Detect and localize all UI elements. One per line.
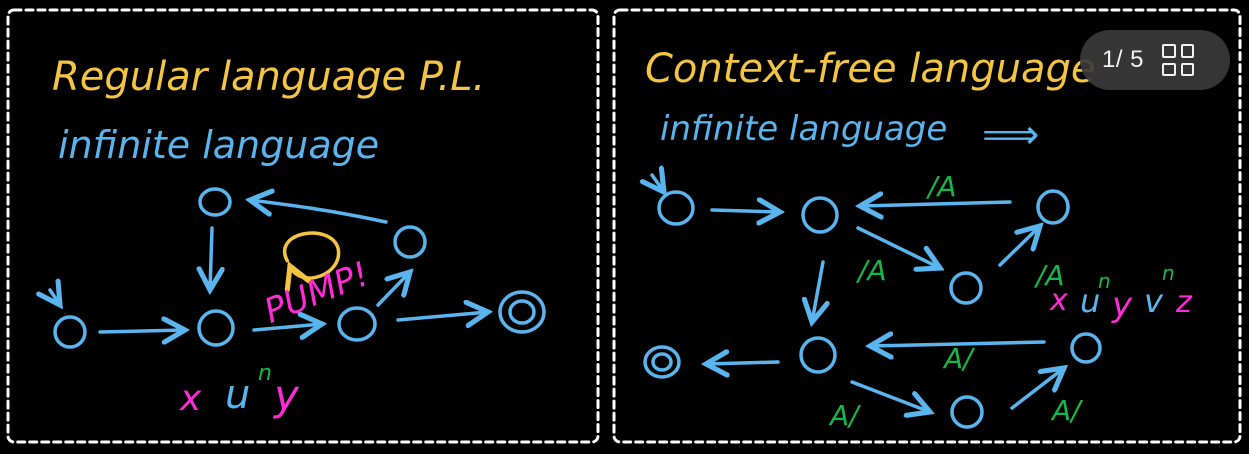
pda-edge-p6-p5 <box>1010 368 1064 410</box>
right-string-u: u <box>1080 282 1100 320</box>
right-string-z: z <box>1175 285 1193 320</box>
pda-edge-p1-p4 <box>812 260 823 322</box>
pda-edge-p1-p3 <box>856 226 940 268</box>
state-q3 <box>393 225 427 259</box>
edge-label-4: A/ <box>942 342 975 375</box>
slide-counter: 1/ 5 <box>1102 46 1145 73</box>
right-string-n1: n <box>1098 269 1111 293</box>
edge-q4-q3 <box>376 272 410 307</box>
left-string-x: x <box>179 378 202 419</box>
state-q0 <box>53 315 87 349</box>
edge-label-3: /A <box>1033 259 1065 292</box>
pump-loop <box>283 231 341 278</box>
left-panel-frame <box>6 8 600 444</box>
start-arrow-right <box>652 175 664 192</box>
pump-label: PUMP! <box>259 254 375 332</box>
left-title: Regular language P.L. <box>52 54 485 100</box>
left-subtitle: infinite language <box>58 123 379 167</box>
edge-q0-q1 <box>98 330 185 332</box>
left-automaton <box>50 187 546 349</box>
right-panel-frame <box>612 8 1242 444</box>
edge-q3-q2 <box>250 200 388 224</box>
pda-state-p5 <box>1070 332 1102 364</box>
pda-edge-p4-p6 <box>850 380 930 412</box>
edge-q2-q1 <box>210 226 212 290</box>
state-final-inner <box>508 299 536 325</box>
right-subtitle: infinite language <box>660 109 947 149</box>
pda-state-p2 <box>1036 189 1070 225</box>
slide-controls: 1/ 5 <box>1080 30 1230 90</box>
pda-final-outer <box>643 345 681 379</box>
pda-state-p1 <box>801 196 839 234</box>
edge-label-1: /A <box>925 170 957 203</box>
pda-state-p3 <box>949 271 983 305</box>
edge-label-6: A/ <box>1050 394 1083 427</box>
pda-edge-p0-p1 <box>710 210 780 212</box>
pda-edge-p5-p4 <box>870 342 1046 346</box>
state-final-outer <box>498 290 546 334</box>
grid-view-icon[interactable] <box>1162 44 1195 76</box>
state-q1 <box>197 309 235 347</box>
implies-arrow: ⟹ <box>982 112 1039 158</box>
right-automaton <box>643 175 1102 429</box>
edge-q1-q4 <box>252 324 322 330</box>
pda-final-inner <box>651 352 673 372</box>
right-title: Context-free language <box>645 46 1096 92</box>
pda-edge-p2-p1 <box>860 202 1012 206</box>
left-string-y: y <box>272 371 300 420</box>
pda-edge-p4-final <box>706 362 780 364</box>
state-q4 <box>337 306 377 342</box>
right-string-v: v <box>1144 282 1164 320</box>
start-arrow <box>50 290 60 305</box>
pda-state-p6 <box>950 395 984 429</box>
edge-label-2: /A <box>855 254 887 287</box>
edge-label-5: A/ <box>828 399 861 432</box>
right-string-y: y <box>1111 285 1133 325</box>
state-q2 <box>198 187 232 217</box>
left-string-n: n <box>258 361 272 386</box>
left-string-u: u <box>225 372 250 418</box>
pda-edge-p3-p2 <box>998 226 1040 267</box>
right-string-x: x <box>1049 283 1068 318</box>
right-string-n2: n <box>1162 261 1175 285</box>
pda-state-p0 <box>657 190 695 226</box>
pda-state-p4 <box>799 336 837 374</box>
edge-q4-final <box>396 312 488 320</box>
